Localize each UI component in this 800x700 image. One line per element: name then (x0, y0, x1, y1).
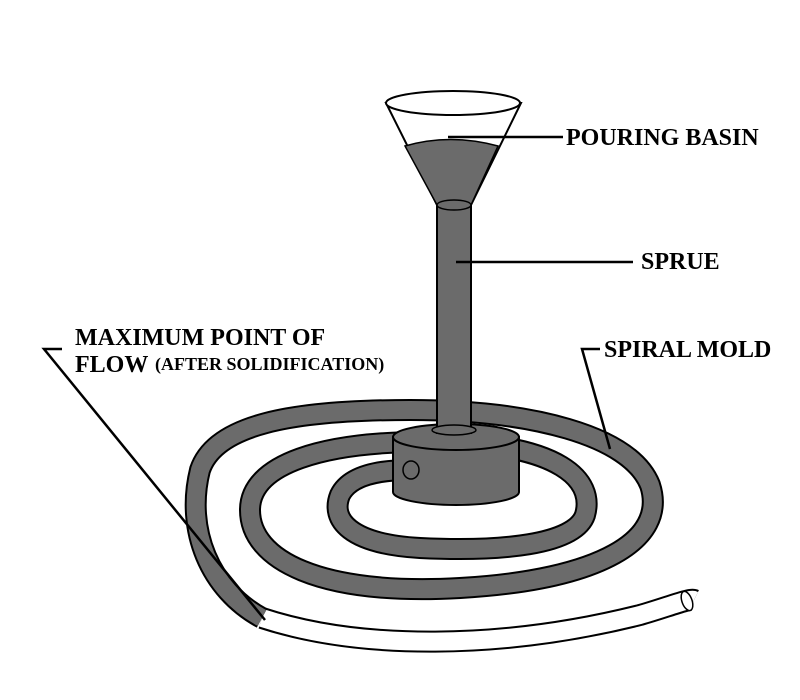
label-pouring-basin: POURING BASIN (566, 125, 759, 151)
label-max-point-line1: MAXIMUM POINT OF (75, 325, 325, 351)
sprue-well (392, 423, 520, 506)
pouring-basin (384, 90, 523, 211)
leader-spiral-mold (580, 347, 612, 450)
label-spiral-mold: SPIRAL MOLD (604, 337, 771, 363)
sprue (431, 204, 477, 436)
leader-max-point (41, 347, 266, 621)
spiral-unfilled-tail (258, 588, 699, 653)
label-max-point-after: (AFTER SOLIDIFICATION) (155, 354, 384, 375)
label-sprue: SPRUE (641, 249, 720, 275)
leader-lines (41, 135, 633, 621)
spiral-filled-channel (184, 398, 664, 628)
label-max-point-flow: FLOW (75, 352, 148, 378)
